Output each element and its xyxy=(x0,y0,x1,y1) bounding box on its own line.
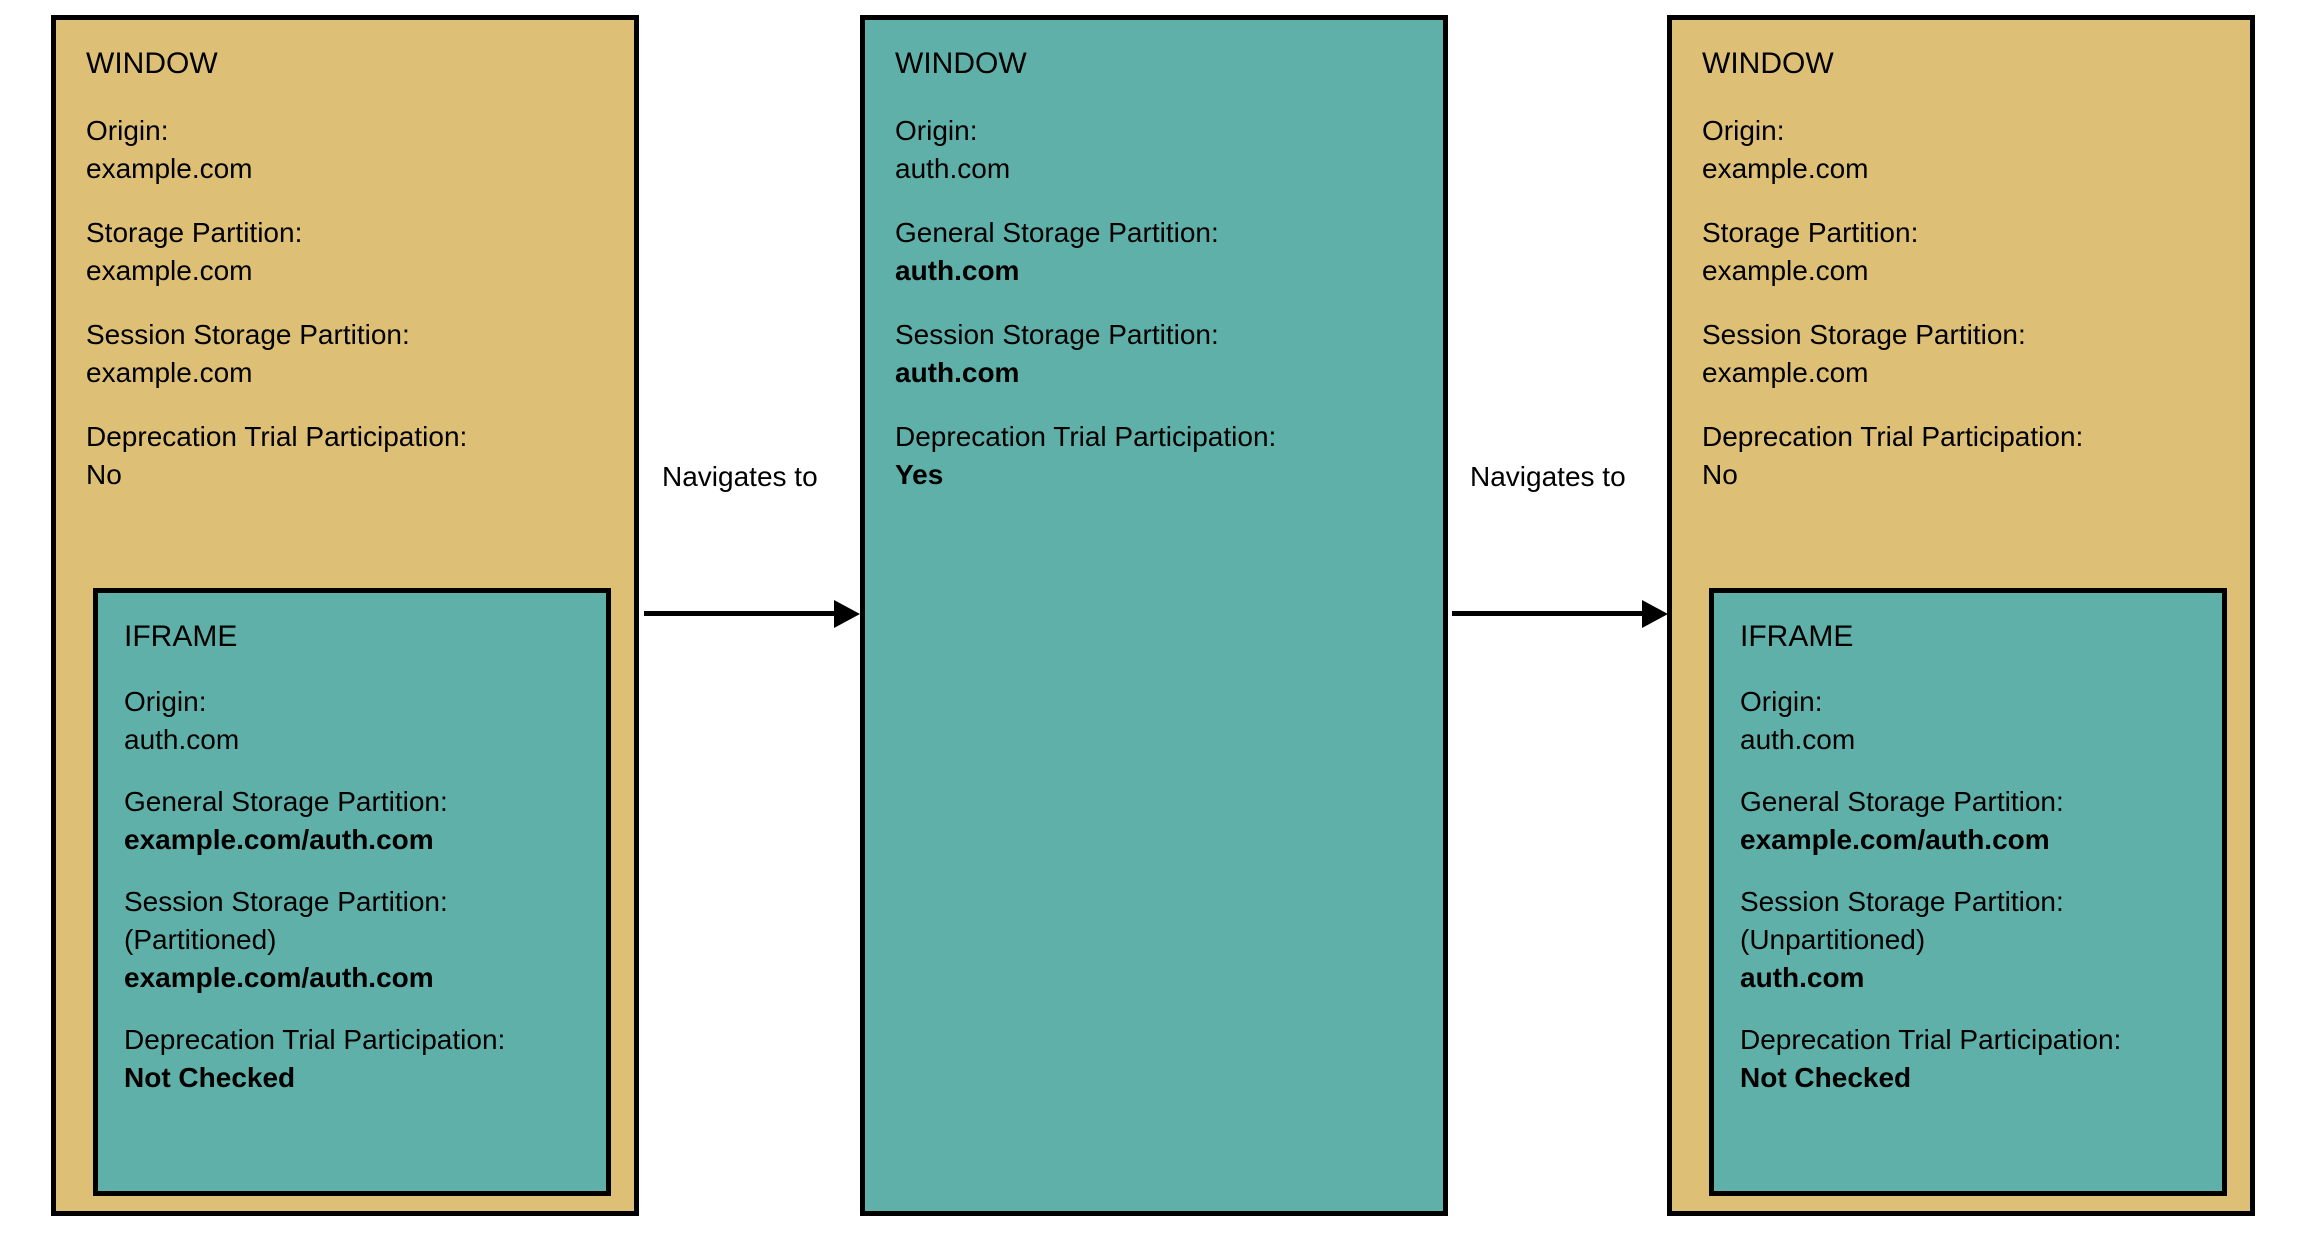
field-deprecation-trial-participation: Deprecation Trial Participation: Not Che… xyxy=(1740,1021,2212,1097)
field-value: example.com/auth.com xyxy=(1740,824,2050,855)
arrow-shaft xyxy=(1452,611,1644,616)
field-label: Origin: xyxy=(1740,686,1823,717)
iframe-title-1: IFRAME xyxy=(124,620,238,653)
field-label: Deprecation Trial Participation: xyxy=(1740,1024,2122,1055)
field-value: auth.com xyxy=(1740,962,1865,993)
field-label: General Storage Partition: xyxy=(895,217,1219,248)
field-session-storage-partition: Session Storage Partition: (Partitioned)… xyxy=(124,883,596,997)
field-label: Session Storage Partition: xyxy=(124,886,448,917)
field-value: No xyxy=(86,459,122,490)
field-sub: (Partitioned) xyxy=(124,924,277,955)
field-value: auth.com xyxy=(895,153,1011,184)
field-label: Origin: xyxy=(1702,115,1785,146)
field-session-storage-partition: Session Storage Partition: example.com xyxy=(1702,316,2236,392)
window-panel-1: WINDOW Origin: example.com Storage Parti… xyxy=(51,15,639,1216)
field-deprecation-trial-participation: Deprecation Trial Participation: No xyxy=(86,418,620,494)
field-label: Storage Partition: xyxy=(86,217,303,248)
field-general-storage-partition: General Storage Partition: auth.com xyxy=(895,214,1429,290)
field-label: Deprecation Trial Participation: xyxy=(86,421,468,452)
field-value: Yes xyxy=(895,459,944,490)
field-label: Session Storage Partition: xyxy=(895,319,1219,350)
window-fields-2: Origin: auth.com General Storage Partiti… xyxy=(865,112,1443,494)
field-deprecation-trial-participation: Deprecation Trial Participation: Yes xyxy=(895,418,1429,494)
iframe-panel-1: IFRAME Origin: auth.com General Storage … xyxy=(93,588,611,1196)
field-storage-partition: Storage Partition: example.com xyxy=(1702,214,2236,290)
arrow-head-icon xyxy=(1642,600,1668,628)
window-title-3: WINDOW xyxy=(1702,47,1834,80)
field-label: Origin: xyxy=(86,115,169,146)
field-value: auth.com xyxy=(895,255,1020,286)
field-label: General Storage Partition: xyxy=(124,786,448,817)
field-label: Storage Partition: xyxy=(1702,217,1919,248)
field-value: example.com/auth.com xyxy=(124,824,434,855)
iframe-fields-1: Origin: auth.com General Storage Partiti… xyxy=(98,683,606,1097)
field-session-storage-partition: Session Storage Partition: example.com xyxy=(86,316,620,392)
field-value: auth.com xyxy=(124,724,240,755)
field-value: example.com/auth.com xyxy=(124,962,434,993)
field-deprecation-trial-participation: Deprecation Trial Participation: Not Che… xyxy=(124,1021,596,1097)
arrow-label-navigates-to-1: Navigates to xyxy=(662,461,818,492)
field-storage-partition: Storage Partition: example.com xyxy=(86,214,620,290)
field-origin: Origin: auth.com xyxy=(895,112,1429,188)
field-value: example.com xyxy=(86,255,253,286)
field-origin: Origin: example.com xyxy=(1702,112,2236,188)
arrow-label-navigates-to-2: Navigates to xyxy=(1470,461,1626,492)
field-value: example.com xyxy=(1702,153,1869,184)
field-label: Deprecation Trial Participation: xyxy=(1702,421,2084,452)
field-value: No xyxy=(1702,459,1738,490)
field-label: Deprecation Trial Participation: xyxy=(895,421,1277,452)
field-session-storage-partition: Session Storage Partition: (Unpartitione… xyxy=(1740,883,2212,997)
field-value: Not Checked xyxy=(1740,1062,1912,1093)
field-value: example.com xyxy=(86,357,253,388)
iframe-fields-3: Origin: auth.com General Storage Partiti… xyxy=(1714,683,2222,1097)
window-panel-3: WINDOW Origin: example.com Storage Parti… xyxy=(1667,15,2255,1216)
field-label: Session Storage Partition: xyxy=(1740,886,2064,917)
field-label: Origin: xyxy=(895,115,978,146)
field-label: Origin: xyxy=(124,686,207,717)
field-origin: Origin: auth.com xyxy=(1740,683,2212,759)
field-deprecation-trial-participation: Deprecation Trial Participation: No xyxy=(1702,418,2236,494)
field-label: Session Storage Partition: xyxy=(86,319,410,350)
field-value: example.com xyxy=(1702,357,1869,388)
field-label: General Storage Partition: xyxy=(1740,786,2064,817)
field-sub: (Unpartitioned) xyxy=(1740,924,1926,955)
arrow-shaft xyxy=(644,611,836,616)
iframe-panel-3: IFRAME Origin: auth.com General Storage … xyxy=(1709,588,2227,1196)
window-fields-1: Origin: example.com Storage Partition: e… xyxy=(56,112,634,494)
field-value: example.com xyxy=(1702,255,1869,286)
window-panel-2: WINDOW Origin: auth.com General Storage … xyxy=(860,15,1448,1216)
window-fields-3: Origin: example.com Storage Partition: e… xyxy=(1672,112,2250,494)
arrow-navigates-to-2 xyxy=(1452,593,1668,633)
field-label: Session Storage Partition: xyxy=(1702,319,2026,350)
field-general-storage-partition: General Storage Partition: example.com/a… xyxy=(1740,783,2212,859)
field-origin: Origin: auth.com xyxy=(124,683,596,759)
field-value: auth.com xyxy=(1740,724,1856,755)
window-title-1: WINDOW xyxy=(86,47,218,80)
field-general-storage-partition: General Storage Partition: example.com/a… xyxy=(124,783,596,859)
arrow-head-icon xyxy=(834,600,860,628)
field-label: Deprecation Trial Participation: xyxy=(124,1024,506,1055)
field-value: auth.com xyxy=(895,357,1020,388)
field-origin: Origin: example.com xyxy=(86,112,620,188)
window-title-2: WINDOW xyxy=(895,47,1027,80)
field-value: Not Checked xyxy=(124,1062,296,1093)
arrow-navigates-to-1 xyxy=(644,593,860,633)
field-session-storage-partition: Session Storage Partition: auth.com xyxy=(895,316,1429,392)
iframe-title-3: IFRAME xyxy=(1740,620,1854,653)
field-value: example.com xyxy=(86,153,253,184)
